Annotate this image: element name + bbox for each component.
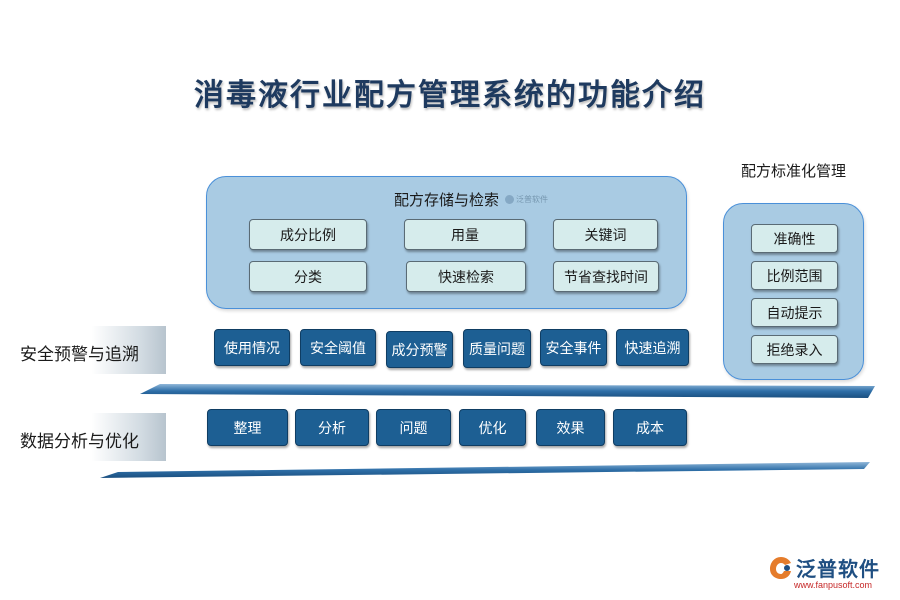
storage-panel-heading: 配方存储与检索 — [393, 191, 499, 209]
storage-item-category[interactable]: 分类 — [249, 261, 367, 292]
storage-item-keyword[interactable]: 关键词 — [553, 219, 658, 250]
standard-item-accuracy[interactable]: 准确性 — [751, 224, 838, 253]
watermark-logo-icon — [505, 195, 514, 204]
brand-logo-icon — [770, 557, 791, 579]
safety-item-threshold[interactable]: 安全阈值 — [300, 329, 376, 366]
brand-logo-name: 泛普软件 — [796, 557, 880, 581]
standard-item-auto-prompt[interactable]: 自动提示 — [751, 298, 838, 327]
page-title: 消毒液行业配方管理系统的功能介绍 — [194, 78, 706, 113]
analysis-item-organize[interactable]: 整理 — [207, 409, 288, 446]
panel-watermark: 泛普软件 — [505, 194, 548, 205]
analysis-item-cost[interactable]: 成本 — [613, 409, 687, 446]
brand-logo: 泛普软件 www.fanpusoft.com — [768, 553, 893, 595]
analysis-row-label: 数据分析与优化 — [20, 432, 139, 452]
analysis-item-effect[interactable]: 效果 — [536, 409, 605, 446]
panel-watermark-text: 泛普软件 — [516, 195, 548, 204]
safety-item-quick-trace[interactable]: 快速追溯 — [616, 329, 689, 366]
safety-item-quality-issue[interactable]: 质量问题 — [463, 329, 531, 368]
storage-item-dosage[interactable]: 用量 — [404, 219, 526, 250]
safety-row-label-background — [0, 326, 166, 374]
analysis-item-optimize[interactable]: 优化 — [459, 409, 526, 446]
safety-item-safety-event[interactable]: 安全事件 — [540, 329, 607, 366]
storage-item-quick-search[interactable]: 快速检索 — [406, 261, 526, 292]
safety-row-stripe — [140, 384, 875, 398]
brand-logo-url: www.fanpusoft.com — [794, 580, 873, 590]
standard-item-ratio-range[interactable]: 比例范围 — [751, 261, 838, 290]
standard-panel-heading: 配方标准化管理 — [740, 162, 846, 180]
safety-item-ingredient-warning[interactable]: 成分预警 — [386, 331, 453, 368]
safety-row-label: 安全预警与追溯 — [20, 345, 139, 365]
storage-item-ingredient-ratio[interactable]: 成分比例 — [249, 219, 367, 250]
analysis-row-label-background — [0, 413, 166, 461]
analysis-item-analyze[interactable]: 分析 — [295, 409, 369, 446]
storage-item-save-time[interactable]: 节省查找时间 — [553, 261, 659, 292]
analysis-row-stripe — [100, 462, 870, 478]
standard-item-reject-entry[interactable]: 拒绝录入 — [751, 335, 838, 364]
safety-item-usage[interactable]: 使用情况 — [214, 329, 290, 366]
analysis-item-problem[interactable]: 问题 — [376, 409, 451, 446]
